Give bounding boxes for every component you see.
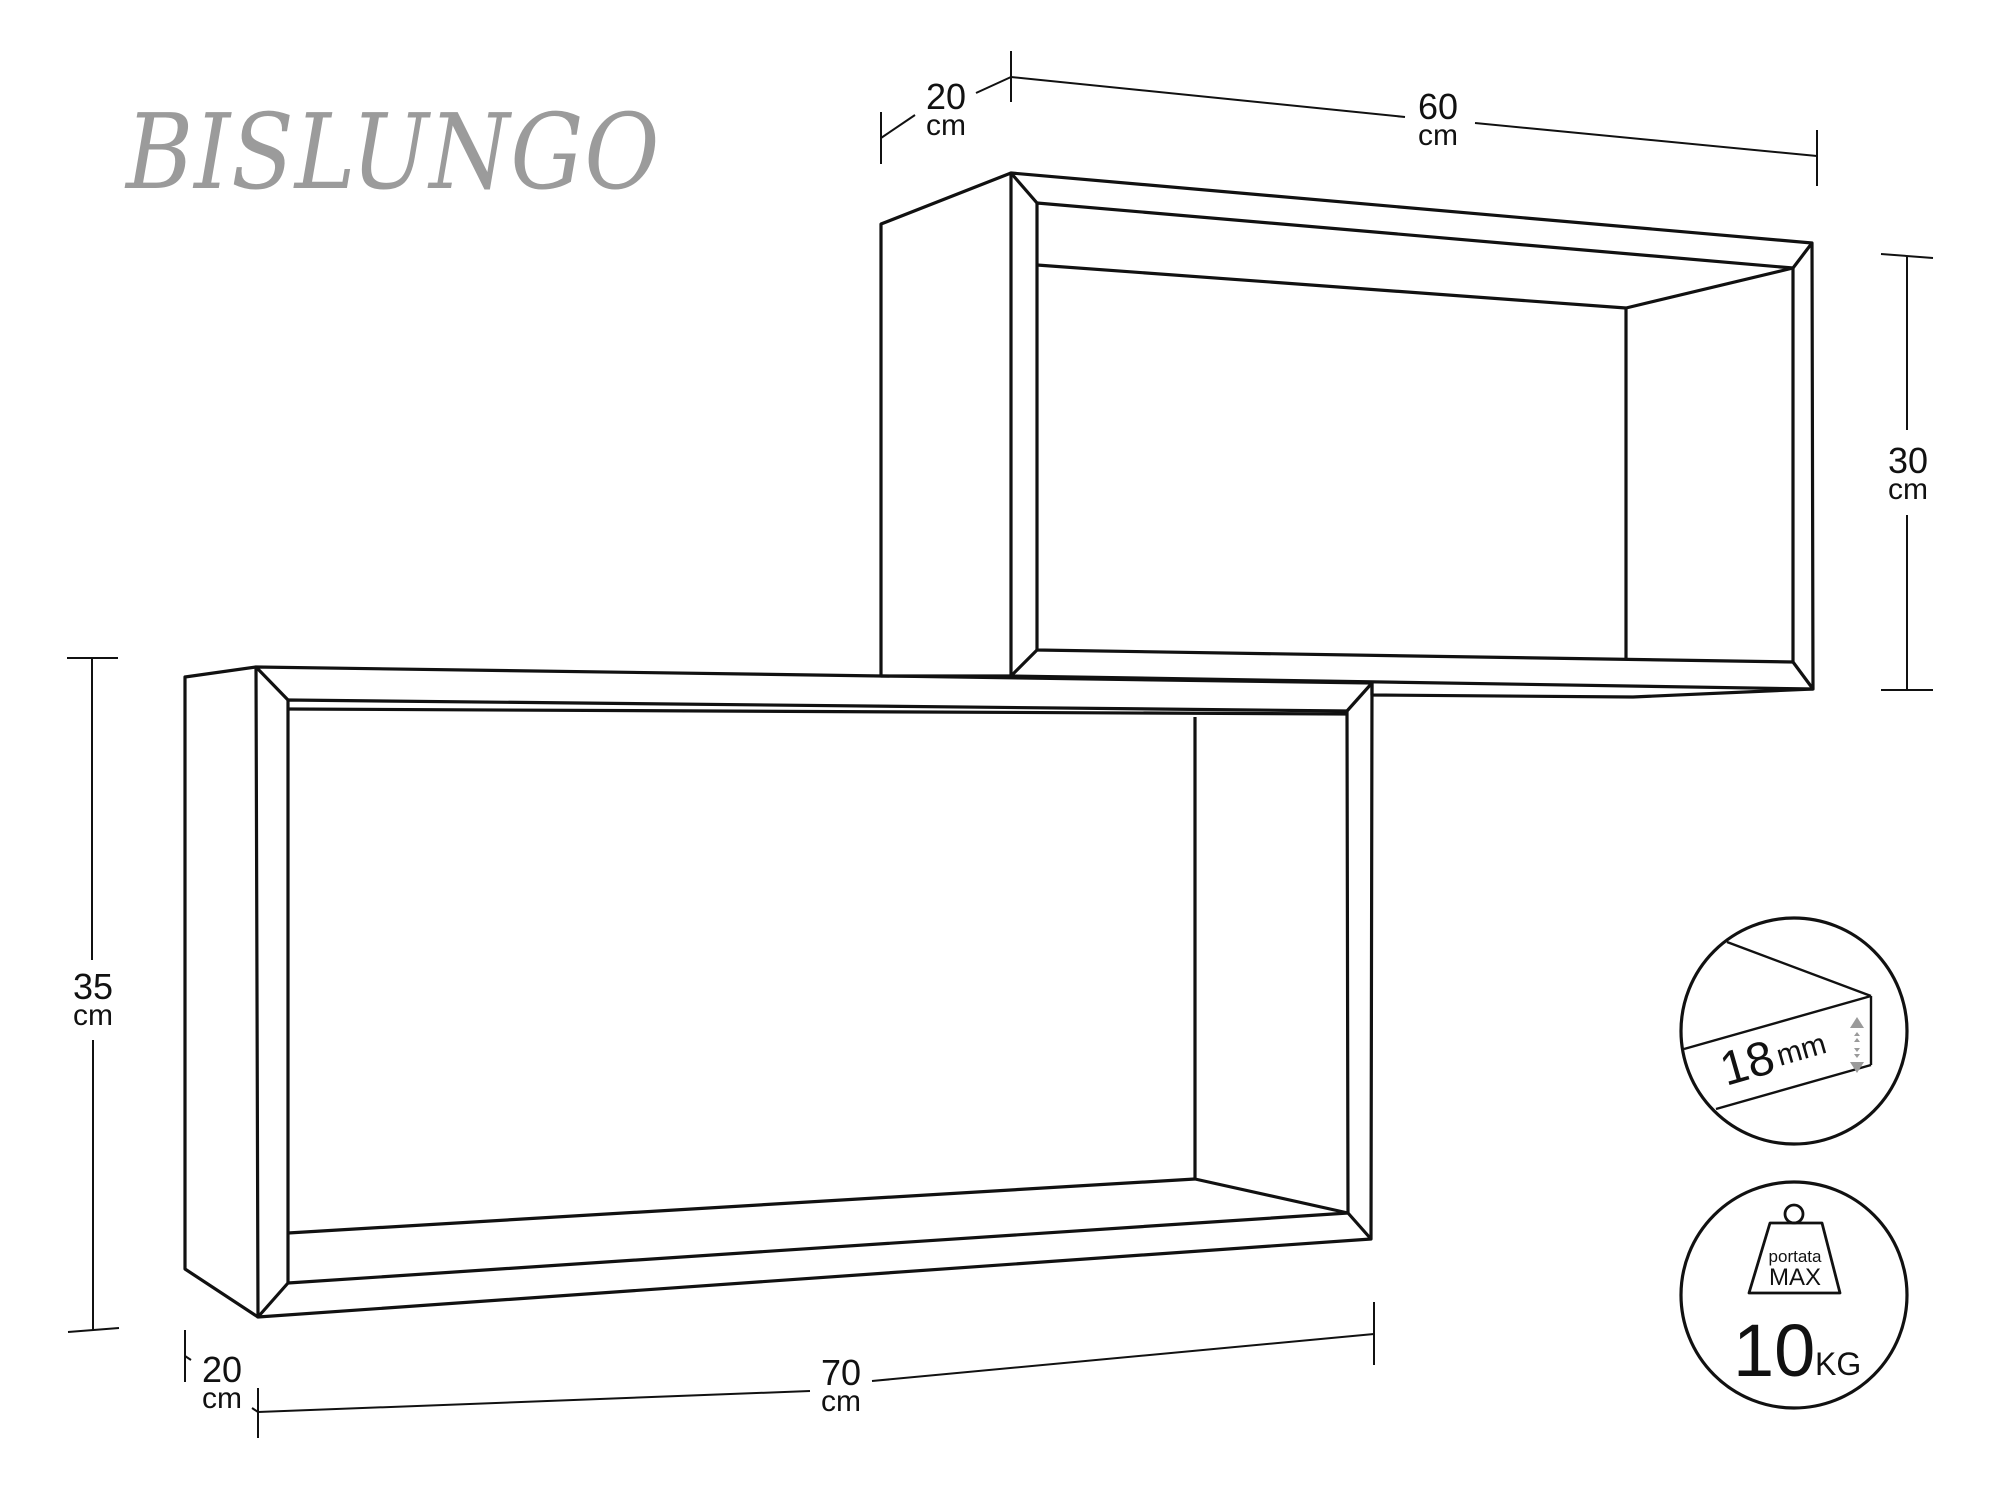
upper-depth-value: 20	[925, 76, 967, 117]
thickness-badge: 18 mm	[1679, 916, 1909, 1146]
lower-height-unit: cm	[72, 999, 113, 1032]
upper-depth-label: 20 cm	[926, 79, 966, 141]
lower-height-label: 35 cm	[73, 969, 113, 1031]
max-load-value: 10	[1733, 1309, 1815, 1392]
lower-depth-value: 20	[201, 1349, 243, 1390]
upper-shelf-box	[879, 171, 1815, 699]
thickness-value: 18	[1714, 1031, 1780, 1097]
max-load-circle	[1679, 1180, 1909, 1410]
upper-depth-unit: cm	[925, 109, 966, 142]
lower-width-label: 70 cm	[821, 1355, 861, 1417]
upper-height-value: 30	[1887, 440, 1929, 481]
board-edge-icon	[1683, 940, 1873, 1111]
lower-shelf-box	[183, 665, 1374, 1319]
max-load-badge: portata MAX 10 KG	[1679, 1180, 1909, 1410]
max-load-label-bottom: MAX	[1769, 1264, 1821, 1291]
max-load-unit: KG	[1815, 1346, 1861, 1382]
upper-width-unit: cm	[1417, 119, 1458, 152]
lower-height-value: 35	[72, 966, 114, 1007]
thickness-arrow-icon	[1850, 1017, 1864, 1073]
dimension-lines	[67, 51, 1934, 1438]
product-title: BISLUNGO	[126, 91, 661, 213]
max-load-label-top: portata	[1769, 1247, 1822, 1266]
upper-width-value: 60	[1417, 86, 1459, 127]
lower-width-value: 70	[820, 1352, 862, 1393]
thickness-circle	[1679, 916, 1909, 1146]
lower-depth-unit: cm	[201, 1382, 242, 1415]
weight-icon	[1747, 1203, 1842, 1295]
lower-depth-label: 20 cm	[202, 1352, 242, 1414]
upper-width-label: 60 cm	[1418, 89, 1458, 151]
lower-width-unit: cm	[820, 1385, 861, 1418]
upper-height-unit: cm	[1887, 473, 1928, 506]
upper-height-label: 30 cm	[1888, 443, 1928, 505]
thickness-unit: mm	[1773, 1027, 1830, 1072]
